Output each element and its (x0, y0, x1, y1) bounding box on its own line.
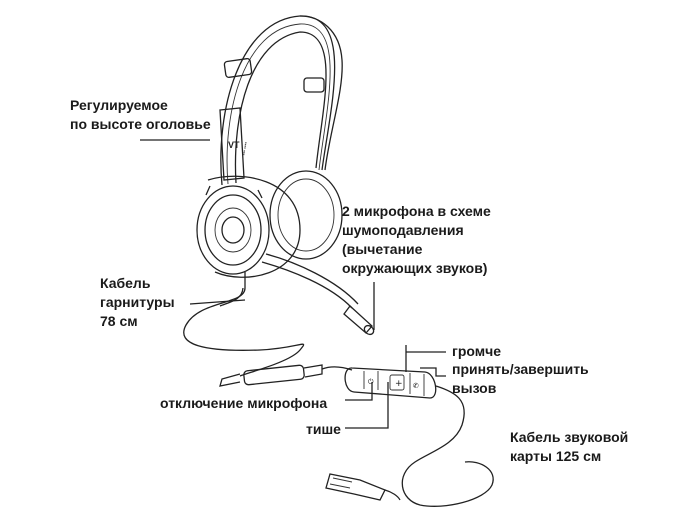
microphones-label: 2 микрофона в схеме шумоподавления (выче… (342, 202, 491, 278)
left-earcup (196, 175, 301, 278)
answer-end-label: принять/завершить вызов (452, 360, 589, 398)
volume-up-label: громче (452, 343, 502, 359)
right-earcup (269, 170, 343, 260)
svg-text:+: + (395, 379, 403, 389)
microphone-boom (261, 253, 375, 336)
microphones-label-line-2: шумоподавления (342, 222, 464, 238)
microphones-label-line-3: (вычетание (342, 241, 423, 257)
remote-lead (321, 366, 353, 371)
microphones-label-line-4: окружающих звуков) (342, 260, 488, 276)
soundcard-cable-label-line-1: Кабель звуковой (510, 429, 629, 445)
brand-logo-small: ▪▪▪ ▪▪▪▪ (241, 141, 249, 156)
soundcard-cable-label: Кабель звуковой карты 125 см (510, 428, 628, 466)
svg-text:✆: ✆ (413, 382, 419, 390)
leader-lines (140, 139, 446, 429)
headband-label-line-2: по высоте оголовье (70, 116, 211, 132)
answer-end-label-line-2: вызов (452, 380, 497, 396)
headset-cable-label: Кабель гарнитуры 78 см (100, 274, 175, 331)
headset-cable-label-line-1: Кабель (100, 275, 151, 291)
brand-logo: VT (228, 140, 240, 150)
headband-label: Регулируемое по высоте оголовье (70, 96, 211, 134)
headset-cable (183, 272, 305, 377)
svg-text:⏻: ⏻ (368, 378, 374, 386)
headband (219, 15, 343, 186)
microphones-label-line-1: 2 микрофона в схеме (342, 203, 491, 219)
soundcard-cable (401, 385, 494, 507)
headband-label-line-1: Регулируемое (70, 97, 168, 113)
headset-cable-label-line-2: гарнитуры (100, 294, 175, 310)
mic-mute-label: отключение микрофона (160, 395, 328, 411)
answer-end-label-line-1: принять/завершить (452, 361, 589, 377)
inline-remote: ⏻ + ✆ (344, 367, 437, 399)
audio-jack (219, 364, 323, 387)
soundcard-cable-label-line-2: карты 125 см (510, 448, 602, 464)
headset-cable-label-line-3: 78 см (100, 313, 138, 329)
usb-plug (325, 473, 401, 501)
volume-down-label: тише (306, 421, 341, 437)
